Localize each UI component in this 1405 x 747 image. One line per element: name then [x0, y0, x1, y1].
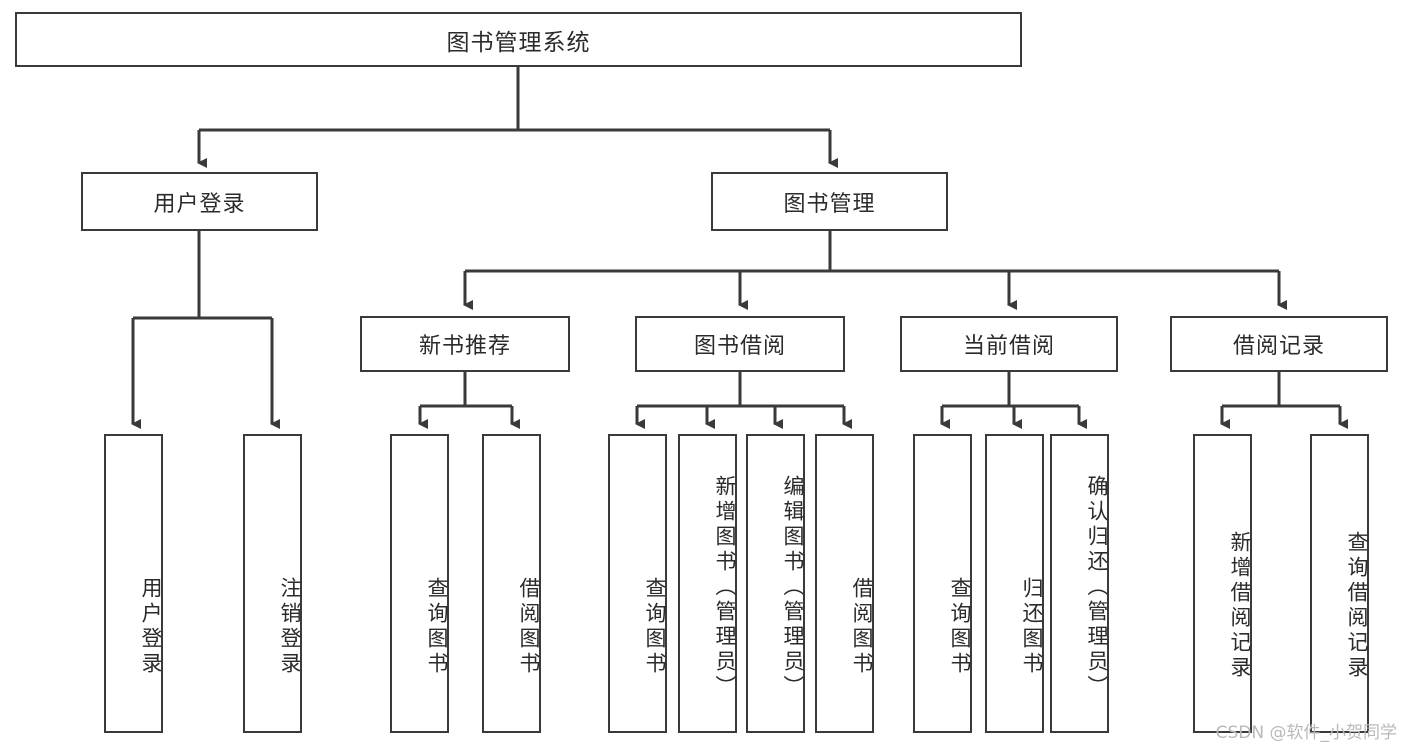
leaf-query-book-current[interactable]: 查询图书 — [913, 434, 972, 733]
node-book-borrow[interactable]: 图书借阅 — [635, 316, 845, 372]
node-user-login[interactable]: 用户登录 — [81, 172, 318, 231]
node-current-borrow[interactable]: 当前借阅 — [900, 316, 1118, 372]
leaf-borrow-book-recommend[interactable]: 借阅图书 — [482, 434, 541, 733]
leaf-borrow-book[interactable]: 借阅图书 — [815, 434, 874, 733]
node-label: 新书推荐 — [418, 334, 511, 359]
node-label: 用户登录 — [153, 191, 246, 217]
node-label: 用户登录 — [139, 576, 163, 677]
node-label: 编辑图书（管理员） — [781, 475, 805, 700]
leaf-add-borrow-record[interactable]: 新增借阅记录 — [1193, 434, 1252, 733]
node-label: 确认归还（管理员） — [1085, 475, 1109, 700]
node-label: 查询图书 — [643, 576, 667, 677]
node-label: 注销登录 — [278, 576, 302, 677]
node-label: 归还图书 — [1020, 576, 1044, 677]
node-label: 当前借阅 — [962, 334, 1055, 359]
node-label: 查询借阅记录 — [1345, 530, 1369, 681]
leaf-query-book-borrow[interactable]: 查询图书 — [608, 434, 667, 733]
leaf-query-book-recommend[interactable]: 查询图书 — [390, 434, 449, 733]
node-new-book-recommend[interactable]: 新书推荐 — [360, 316, 570, 372]
leaf-user-logout[interactable]: 注销登录 — [243, 434, 302, 733]
node-label: 图书借阅 — [693, 334, 786, 359]
node-book-management[interactable]: 图书管理 — [711, 172, 948, 231]
node-label: 借阅记录 — [1232, 334, 1325, 359]
watermark-text: CSDN @软件_小贺同学 — [1215, 723, 1397, 743]
node-label: 图书管理 — [783, 191, 876, 217]
leaf-query-borrow-record[interactable]: 查询借阅记录 — [1310, 434, 1369, 733]
node-label: 图书管理系统 — [446, 29, 591, 56]
node-label: 查询图书 — [948, 576, 972, 677]
node-label: 新增图书（管理员） — [713, 475, 737, 700]
node-label: 借阅图书 — [517, 576, 541, 677]
leaf-return-book[interactable]: 归还图书 — [985, 434, 1044, 733]
node-label: 新增借阅记录 — [1228, 530, 1252, 681]
node-label: 借阅图书 — [850, 576, 874, 677]
node-root-system[interactable]: 图书管理系统 — [15, 12, 1022, 67]
node-label: 查询图书 — [425, 576, 449, 677]
leaf-user-login[interactable]: 用户登录 — [104, 434, 163, 733]
node-borrow-record[interactable]: 借阅记录 — [1170, 316, 1388, 372]
leaf-add-book-admin[interactable]: 新增图书（管理员） — [678, 434, 737, 733]
leaf-edit-book-admin[interactable]: 编辑图书（管理员） — [746, 434, 805, 733]
leaf-confirm-return-admin[interactable]: 确认归还（管理员） — [1050, 434, 1109, 733]
